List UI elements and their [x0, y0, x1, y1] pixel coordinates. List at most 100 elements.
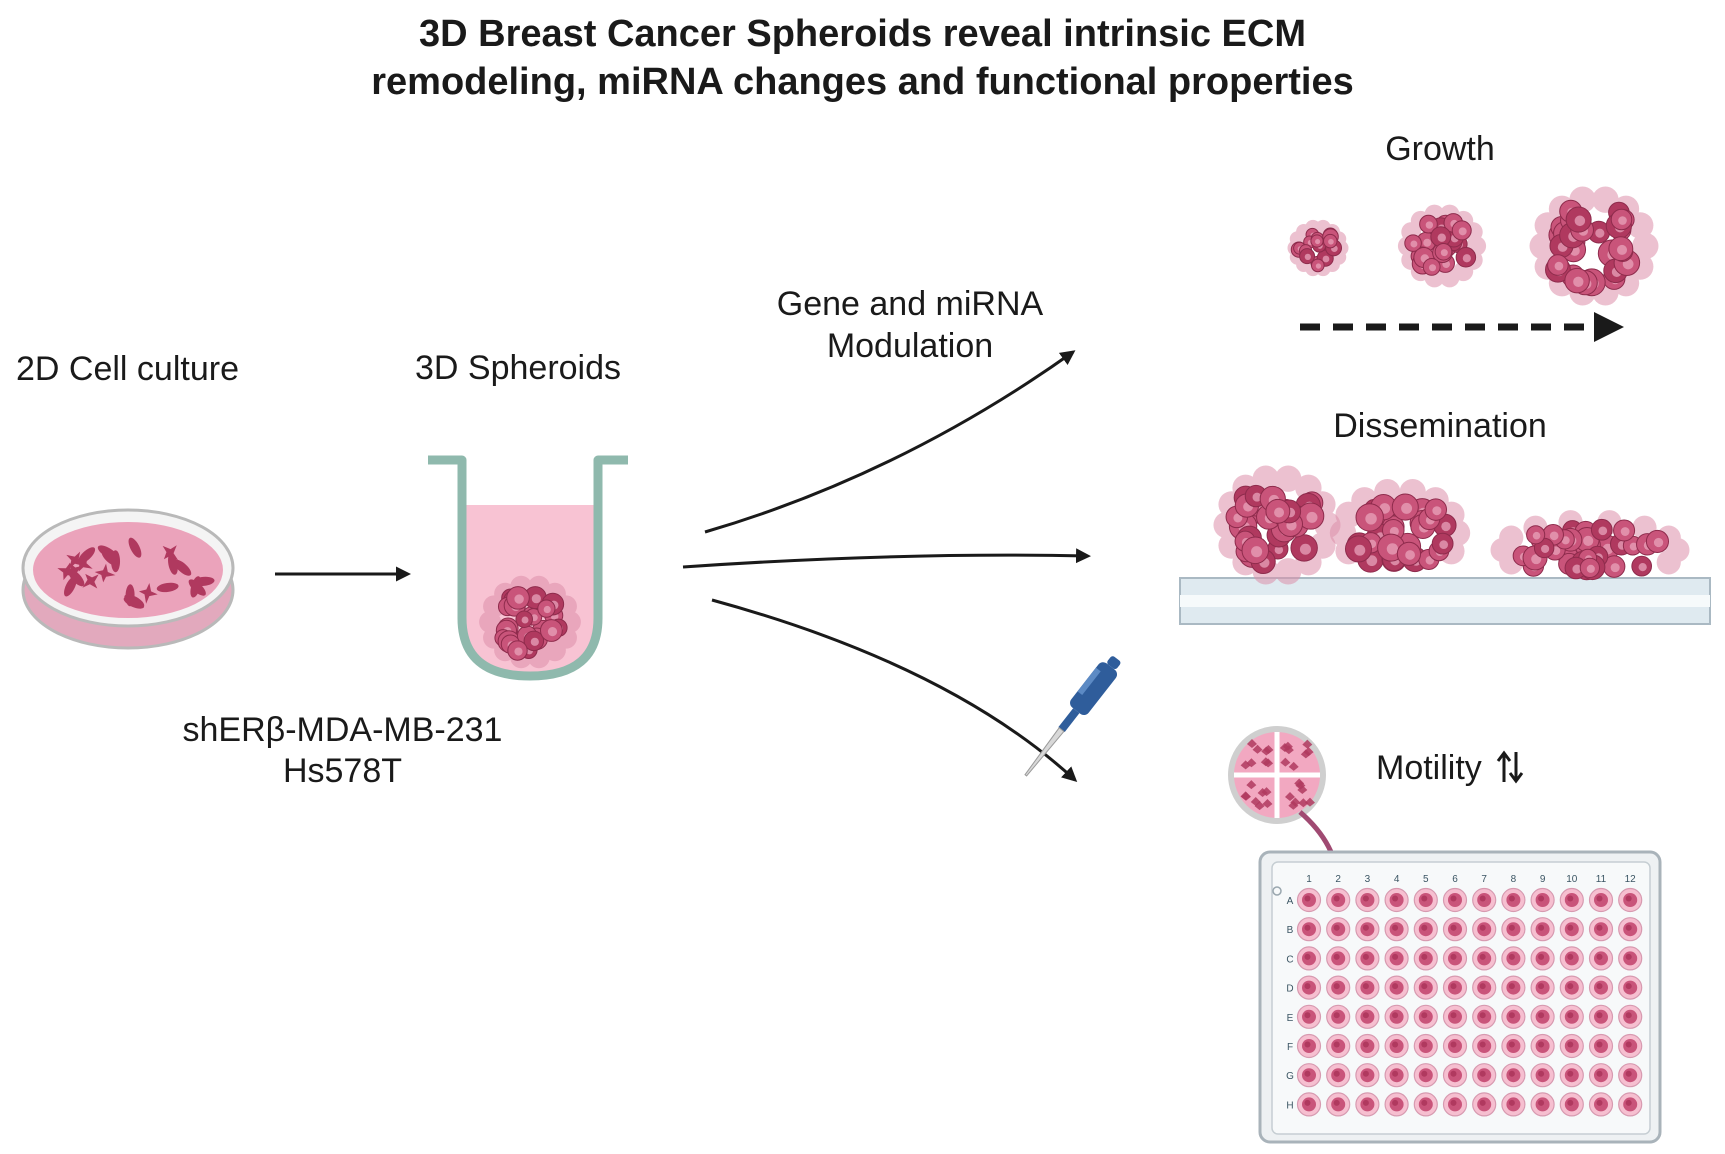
- plate-well: [1326, 1063, 1351, 1088]
- plate-row-label: G: [1286, 1071, 1294, 1082]
- plate-row-label: D: [1286, 984, 1293, 995]
- plate-well: [1413, 1063, 1438, 1088]
- plate-well: [1355, 887, 1380, 913]
- plate-well: [1355, 1092, 1380, 1117]
- plate-well: [1413, 1033, 1438, 1059]
- plate-well: [1384, 917, 1409, 942]
- plate-well: [1413, 1004, 1438, 1029]
- plate-well: [1472, 1004, 1497, 1029]
- plate-well: [1501, 917, 1526, 942]
- plate-well: [1559, 946, 1584, 971]
- disseminating-spheroids: [1213, 465, 1690, 585]
- star-cell: [82, 573, 99, 589]
- plate-column-label: 5: [1423, 874, 1429, 885]
- plate-well: [1355, 1063, 1380, 1088]
- plate-well: [1442, 1063, 1468, 1088]
- plate-well: [1559, 887, 1584, 913]
- plate-row-label: B: [1287, 925, 1294, 936]
- title-line-2: remodeling, miRNA changes and functional…: [371, 61, 1354, 103]
- plate-well: [1296, 1092, 1322, 1117]
- plate-well: [1442, 1092, 1468, 1117]
- spindle-cell: [77, 547, 96, 564]
- plate-well: [1384, 887, 1409, 913]
- plate-well: [1501, 975, 1526, 1000]
- motility-text: Motility: [1376, 749, 1482, 787]
- spindle-cell: [156, 582, 179, 593]
- star-cell: [94, 563, 116, 583]
- plate-well: [1442, 1004, 1468, 1029]
- plate-well: [1442, 946, 1468, 971]
- plate-well: [1442, 975, 1468, 1000]
- plate-well: [1355, 917, 1380, 942]
- plate-well: [1384, 1092, 1409, 1117]
- plate-well: [1618, 946, 1643, 971]
- plate-well: [1618, 917, 1643, 942]
- plate-well: [1326, 1004, 1351, 1029]
- plate-well: [1618, 1092, 1643, 1117]
- plate-well: [1530, 1063, 1555, 1088]
- growth-spheroids: [1287, 186, 1659, 306]
- plate-well: [1559, 1033, 1584, 1059]
- plate-well: [1530, 1092, 1555, 1117]
- plate-well: [1296, 1004, 1322, 1029]
- plate-well: [1618, 975, 1643, 1000]
- plate-well: [1501, 1092, 1526, 1117]
- plate-well: [1413, 917, 1438, 942]
- spindle-cell: [101, 550, 120, 567]
- plate-row-label: E: [1287, 1013, 1294, 1024]
- plate-well: [1442, 1033, 1468, 1059]
- label-3d-spheroids: 3D Spheroids: [415, 349, 622, 387]
- plate-well: [1355, 1033, 1380, 1059]
- star-cell: [57, 562, 77, 581]
- plate-well: [1530, 1004, 1555, 1029]
- plate-column-label: 11: [1596, 874, 1607, 885]
- arrow-to-growth: [704, 350, 1076, 534]
- plate-well: [1296, 917, 1322, 942]
- plate-column-label: 1: [1306, 874, 1312, 885]
- up-down-arrows-icon: [1497, 750, 1524, 784]
- plate-column-label: 9: [1540, 874, 1546, 885]
- plate-well: [1326, 917, 1351, 942]
- adherent-cells: [57, 537, 215, 609]
- plate-well: [1355, 946, 1380, 971]
- plate-well: [1442, 887, 1468, 913]
- plate-well: [1588, 1063, 1614, 1088]
- plate-well: [1413, 887, 1438, 913]
- plate-well: [1588, 946, 1614, 971]
- spindle-cell: [168, 553, 178, 575]
- label-modulation-line-2: Modulation: [826, 327, 994, 365]
- pipette-icon: [1024, 656, 1121, 777]
- plate-well: [1296, 946, 1322, 971]
- plate-row-label: A: [1287, 896, 1294, 907]
- plate-well: [1588, 1033, 1614, 1059]
- plate-well: [1559, 1063, 1584, 1088]
- spindle-cell: [68, 569, 85, 587]
- plate-well: [1355, 975, 1380, 1000]
- spheroid: [1529, 186, 1659, 306]
- spheroid-in-well: [479, 575, 581, 669]
- plate-well: [1326, 887, 1351, 913]
- plate-well: [1413, 975, 1438, 1000]
- spindle-cell: [188, 579, 206, 596]
- arrow-to-motility: [711, 598, 1078, 783]
- plate-well: [1296, 1063, 1322, 1088]
- spheroid: [1490, 510, 1690, 581]
- dissemination-substrate: [1179, 577, 1711, 625]
- plate-row-label: C: [1286, 954, 1293, 965]
- label-2d-cell-culture: 2D Cell culture: [16, 350, 239, 388]
- plate-well: [1588, 1004, 1614, 1029]
- plate-well: [1326, 975, 1351, 1000]
- star-cell: [74, 554, 93, 572]
- plate-column-label: 12: [1625, 874, 1637, 885]
- plate-column-label: 7: [1481, 874, 1487, 885]
- plate-well: [1530, 887, 1555, 913]
- growth-arrowhead: [1594, 312, 1624, 342]
- plate-well: [1588, 975, 1614, 1000]
- plate-well: [1501, 1063, 1526, 1088]
- plate-well: [1501, 946, 1526, 971]
- plate-column-label: 8: [1511, 874, 1517, 885]
- plate-well: [1472, 946, 1497, 971]
- plate-well: [1296, 1033, 1322, 1059]
